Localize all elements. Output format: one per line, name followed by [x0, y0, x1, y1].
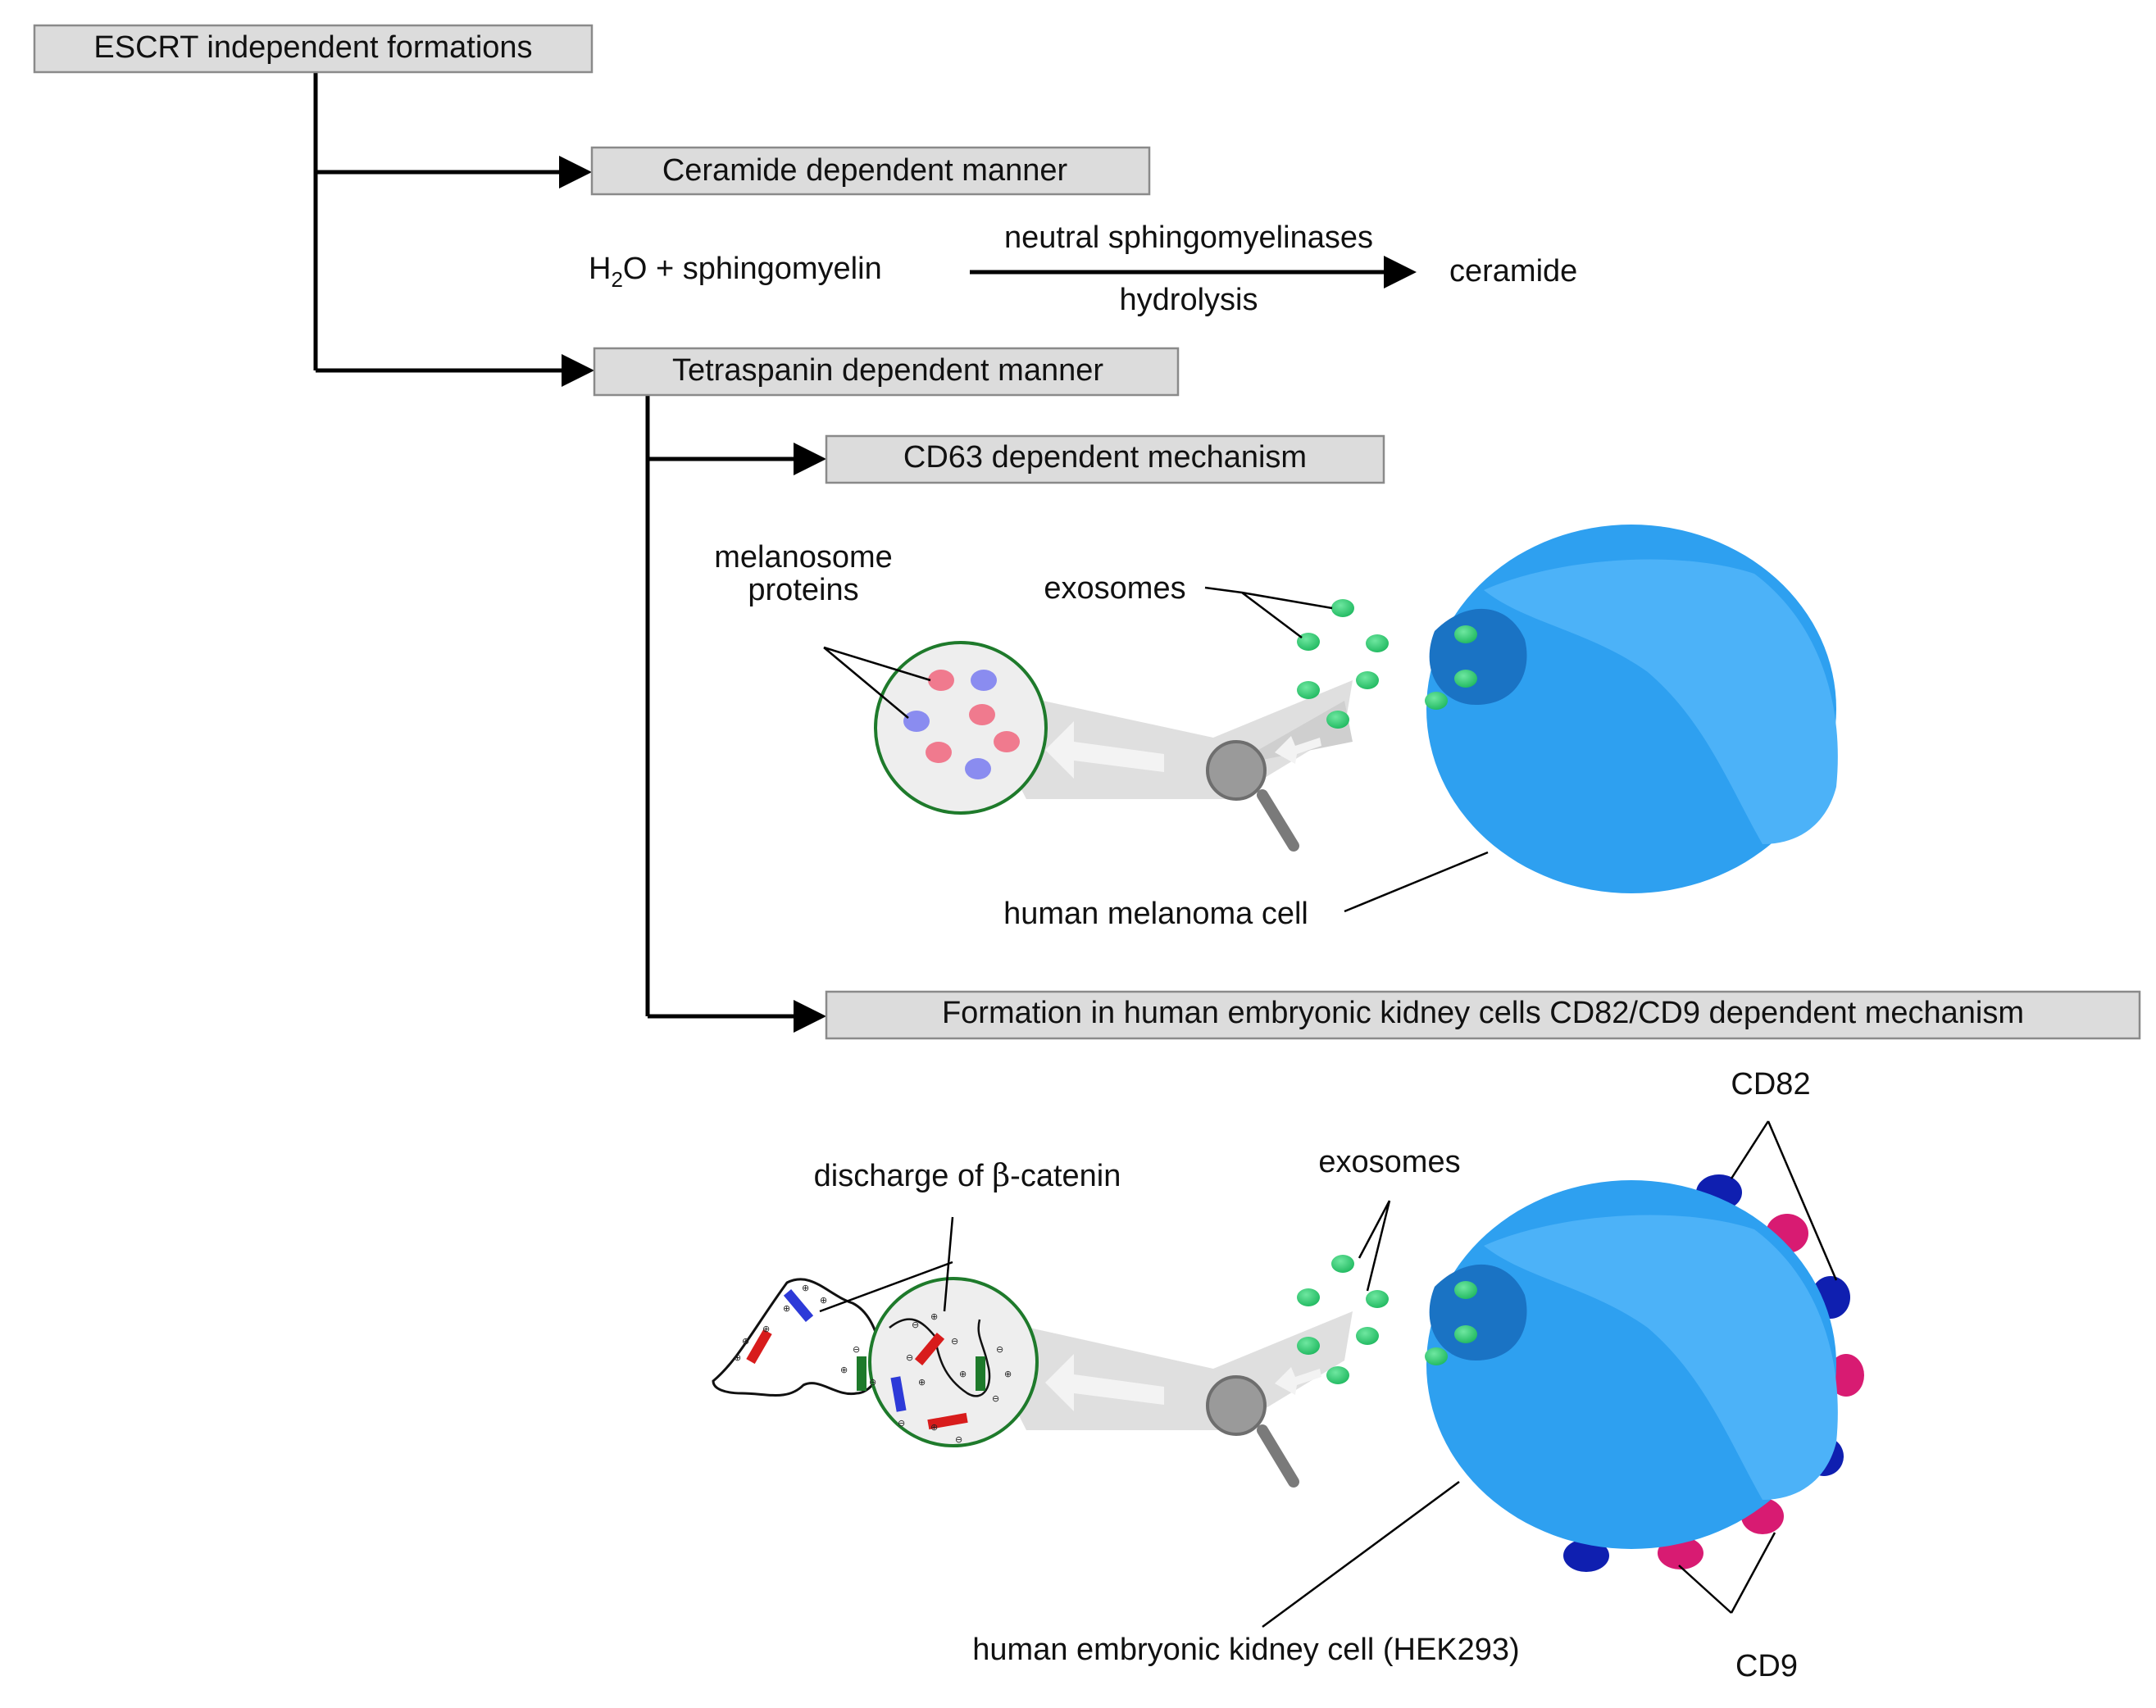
arrow-icon — [1045, 721, 1164, 779]
exosome — [1366, 1290, 1389, 1308]
melanoma-nucleus — [1429, 608, 1527, 705]
svg-text:⊖: ⊖ — [912, 1320, 919, 1330]
beta-catenin-green — [857, 1356, 866, 1391]
cd9-label: CD9 — [1735, 1649, 1798, 1683]
exosome — [1331, 1255, 1354, 1273]
reaction-reactant: H2O + sphingomyelin — [589, 252, 882, 292]
svg-text:⊖: ⊖ — [996, 1344, 1003, 1355]
svg-text:⊖: ⊖ — [992, 1393, 999, 1404]
reaction-product: ceramide — [1449, 254, 1577, 288]
protein-red — [926, 742, 952, 763]
svg-text:⊖: ⊖ — [955, 1434, 962, 1445]
exosome — [1454, 670, 1477, 688]
protein-blue — [965, 758, 991, 779]
melanoma-panel: melanosome proteins exosomes human melan… — [714, 525, 1838, 931]
exosome — [1454, 1325, 1477, 1343]
beta-catenin-red — [914, 1333, 945, 1365]
beta-catenin-green — [976, 1356, 985, 1391]
exosome — [1454, 625, 1477, 643]
svg-text:⊕: ⊕ — [840, 1365, 848, 1375]
ceramide-reaction: H2O + sphingomyelin neutral sphingomyeli… — [589, 220, 1577, 317]
svg-text:⊕: ⊕ — [1004, 1369, 1012, 1379]
exosomes-label-hek: exosomes — [1318, 1145, 1460, 1179]
box-tetraspanin-label: Tetraspanin dependent manner — [672, 353, 1103, 388]
exosomes-label-melanoma: exosomes — [1044, 571, 1185, 606]
exosome — [1356, 1327, 1379, 1345]
protein-red — [928, 670, 954, 691]
svg-text:⊕: ⊕ — [930, 1311, 938, 1322]
svg-text:⊖: ⊖ — [898, 1418, 905, 1429]
exosome — [1297, 1337, 1320, 1355]
hek-cell-label: human embryonic kidney cell (HEK293) — [972, 1633, 1519, 1667]
beta-catenin-red — [927, 1412, 968, 1430]
svg-text:⊕: ⊕ — [959, 1369, 967, 1379]
exosome — [1331, 599, 1354, 617]
svg-text:⊖: ⊖ — [906, 1352, 913, 1363]
exosome — [1326, 711, 1349, 729]
svg-text:⊕: ⊕ — [802, 1283, 809, 1293]
box-escrt-label: ESCRT independent formations — [93, 30, 532, 65]
hek-panel: ⊕⊕⊕ ⊕⊕⊕ ⊖⊕⊖ ⊖⊕⊖ ⊖⊕⊕ ⊖⊕⊖ ⊕⊖⊖ — [712, 1067, 1864, 1683]
protein-red — [969, 704, 995, 725]
svg-text:⊕: ⊕ — [734, 1352, 741, 1363]
box-ceramide: Ceramide dependent manner — [590, 146, 1151, 196]
svg-text:⊕: ⊕ — [783, 1303, 790, 1314]
svg-text:⊕: ⊕ — [742, 1336, 749, 1347]
exosome — [1326, 1366, 1349, 1384]
svg-text:⊕: ⊕ — [820, 1295, 827, 1306]
svg-text:⊕: ⊕ — [918, 1377, 926, 1388]
exosome — [1356, 671, 1379, 689]
beta-catenin-red — [746, 1329, 772, 1365]
melanosome-label-line1: melanosome — [714, 540, 893, 575]
melanoma-cell-label: human melanoma cell — [1003, 897, 1308, 931]
svg-text:⊕: ⊕ — [930, 1422, 938, 1433]
flow-lines — [313, 72, 826, 1033]
magnifier-icon — [1206, 1375, 1299, 1488]
box-hek-label: Formation in human embryonic kidney cell… — [942, 996, 2024, 1030]
reaction-process: hydrolysis — [1120, 283, 1258, 317]
svg-text:⊖: ⊖ — [951, 1336, 958, 1347]
exosome — [1297, 1288, 1320, 1306]
beta-catenin-blue — [783, 1289, 814, 1322]
svg-text:⊖: ⊖ — [853, 1344, 860, 1355]
protein-blue — [971, 670, 997, 691]
zoom-circle-melanosome — [874, 641, 1048, 815]
exosome — [1297, 633, 1320, 651]
box-cd63-label: CD63 dependent mechanism — [903, 440, 1307, 475]
box-escrt: ESCRT independent formations — [33, 24, 594, 74]
catenin-label: discharge of β-catenin — [814, 1157, 1121, 1193]
arrow-icon — [1045, 1354, 1164, 1411]
exosome — [1425, 1347, 1448, 1365]
box-ceramide-label: Ceramide dependent manner — [662, 153, 1068, 188]
svg-text:⊕: ⊕ — [762, 1324, 770, 1334]
exosome — [1425, 692, 1448, 710]
protein-blue — [903, 711, 930, 732]
exosome — [1454, 1281, 1477, 1299]
melanosome-label-line2: proteins — [748, 573, 858, 607]
hek-nucleus — [1429, 1264, 1527, 1360]
cd9-protein — [1828, 1354, 1864, 1397]
cd82-protein — [1563, 1539, 1609, 1572]
reaction-enzyme: neutral sphingomyelinases — [1004, 220, 1373, 255]
magnifier-icon — [1206, 740, 1299, 852]
box-hek: Formation in human embryonic kidney cell… — [825, 990, 2141, 1040]
exosome — [1297, 681, 1320, 699]
protein-red — [994, 731, 1020, 752]
box-cd63: CD63 dependent mechanism — [825, 434, 1385, 484]
exosome — [1366, 634, 1389, 652]
box-tetraspanin: Tetraspanin dependent manner — [593, 347, 1180, 397]
cd82-label: CD82 — [1731, 1067, 1810, 1102]
svg-text:⊖: ⊖ — [869, 1377, 876, 1388]
beta-catenin-blue — [890, 1376, 907, 1412]
